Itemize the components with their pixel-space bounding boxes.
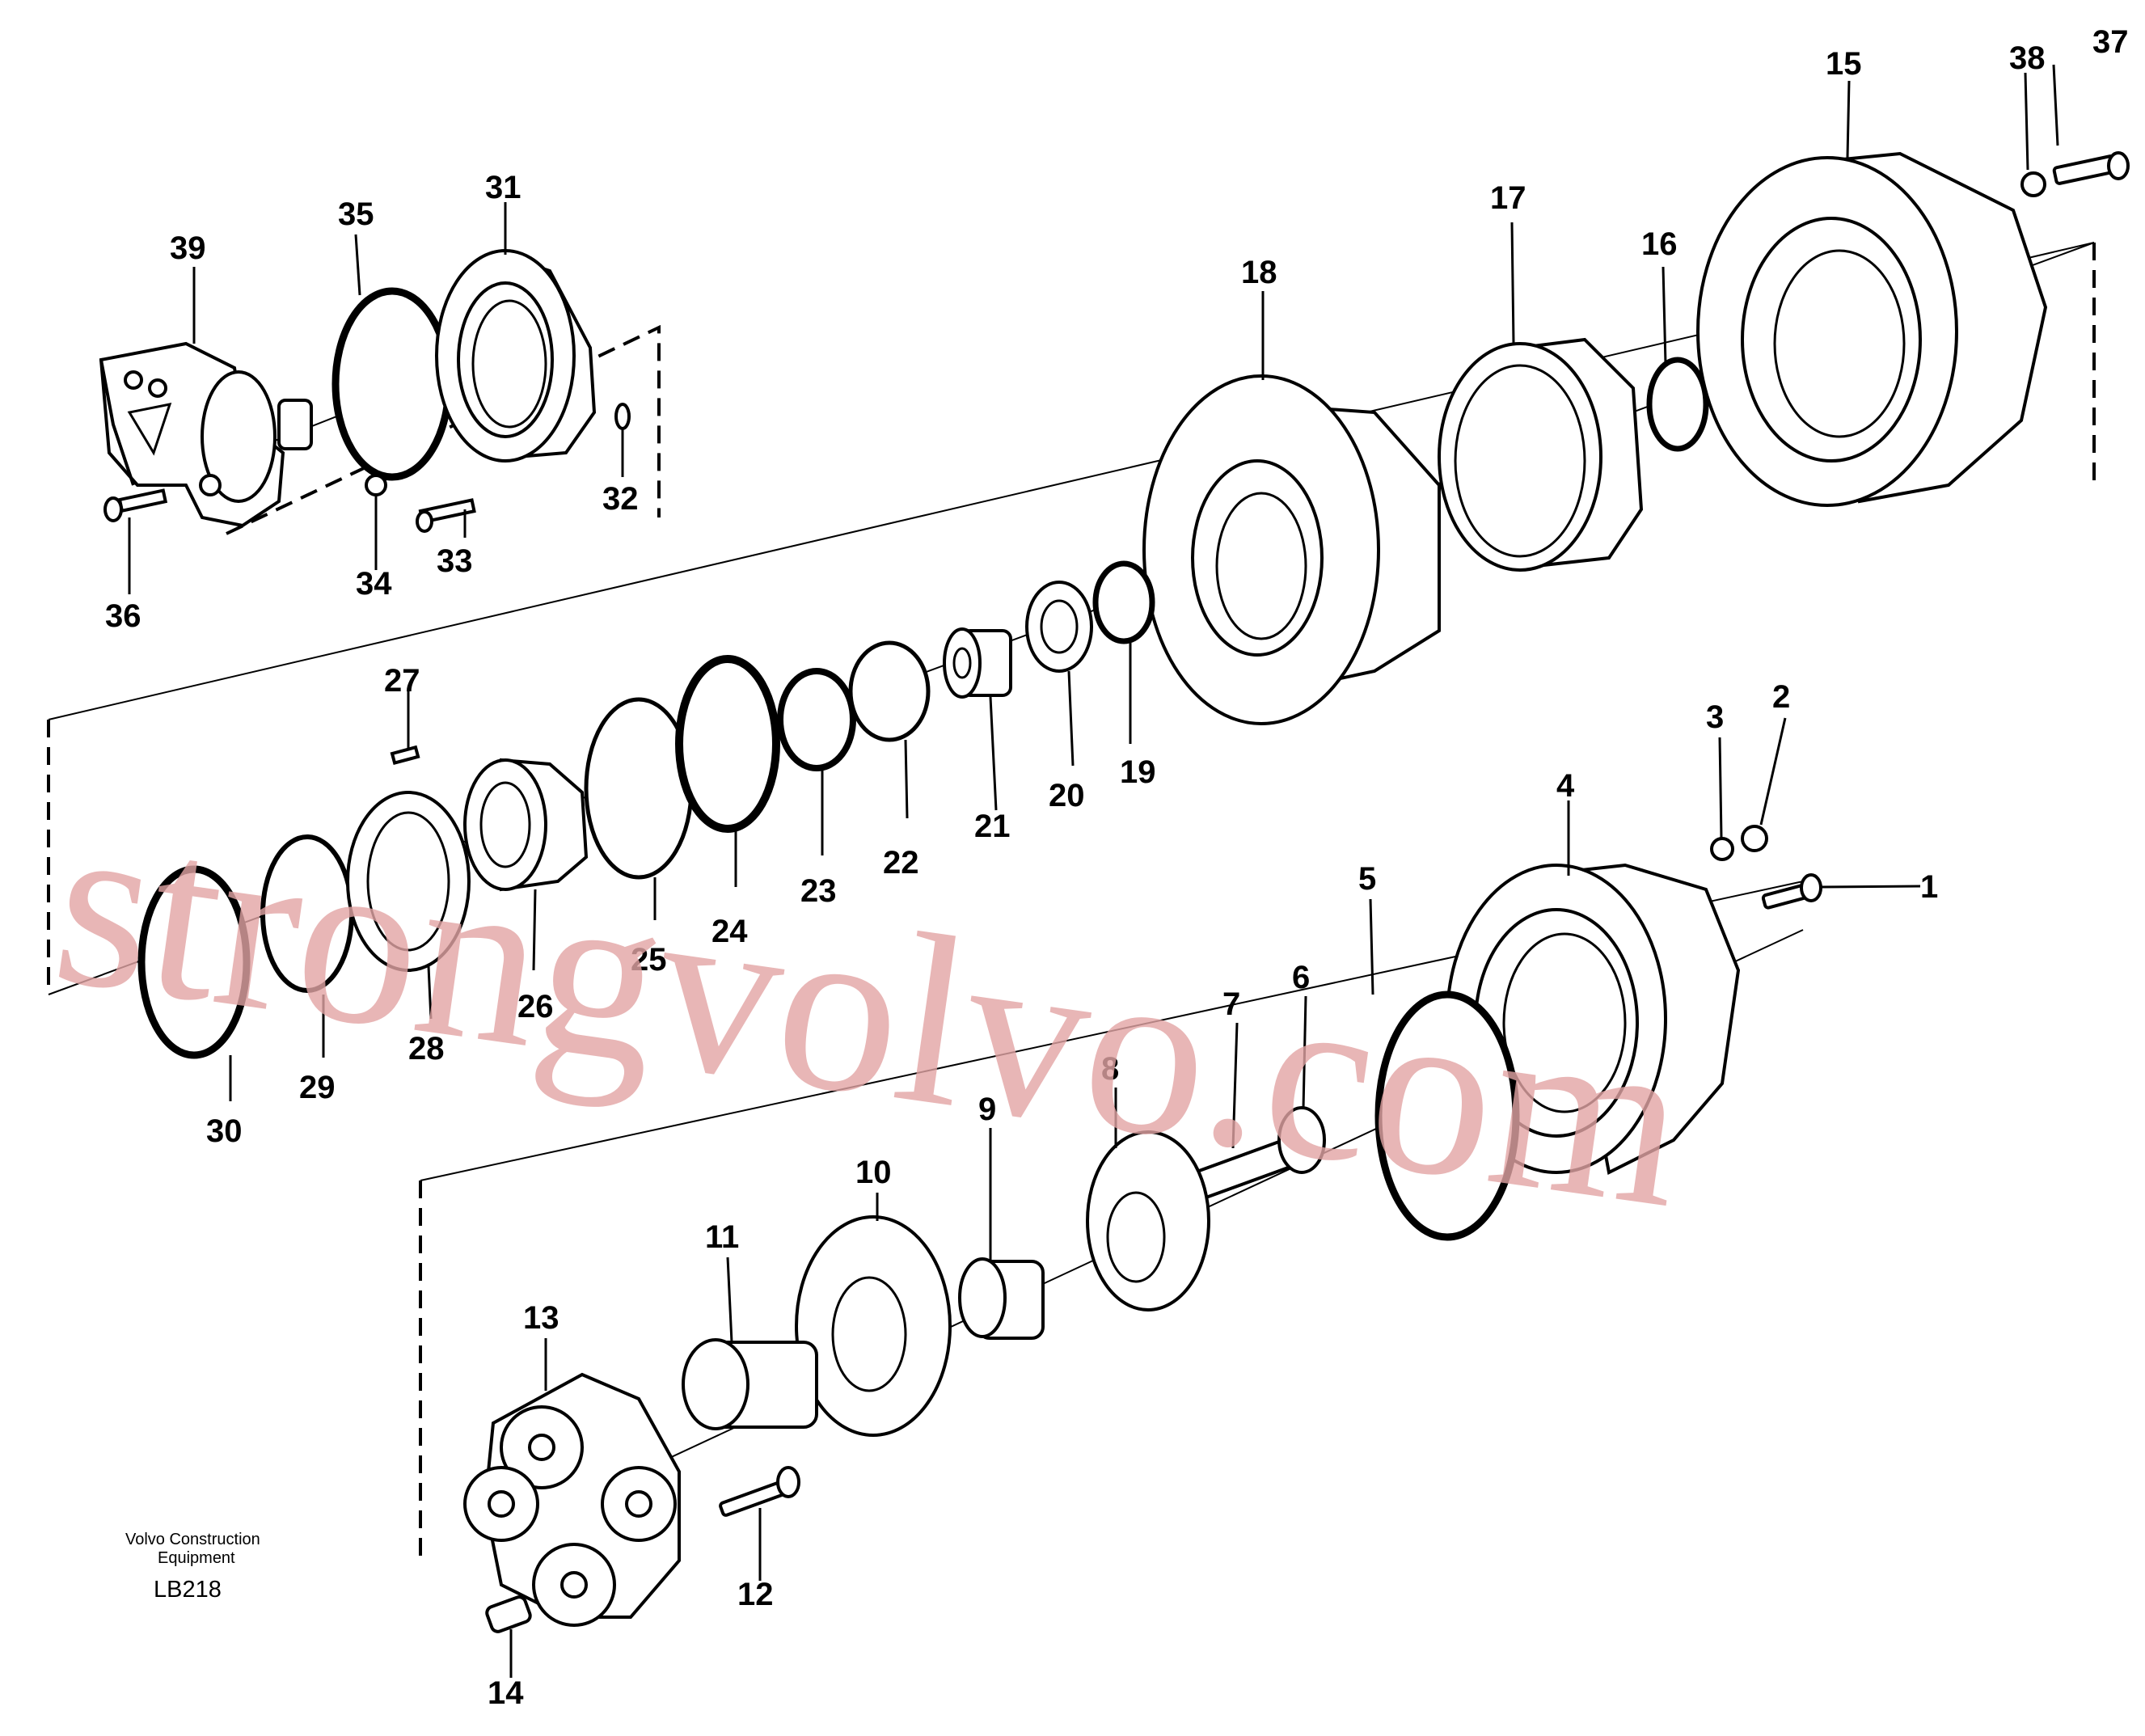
callout-35: 35 [338,196,374,232]
carrier-13 [463,1372,681,1627]
gear-ring-19 [1092,560,1155,644]
callout-29: 29 [299,1070,336,1105]
credit-line-1: Volvo Construction [125,1531,260,1548]
callout-39: 39 [170,230,206,266]
callout-7: 7 [1222,986,1240,1022]
callout-36: 36 [105,598,141,634]
planet-carrier-8 [1086,1130,1210,1312]
credit-line-2: Equipment [158,1549,235,1567]
callout-13: 13 [523,1300,559,1336]
o-ring-35 [331,287,453,481]
callout-26: 26 [517,989,554,1024]
callout-14: 14 [488,1675,524,1711]
hub-18 [1142,374,1441,725]
callout-12: 12 [737,1577,774,1612]
callout-24: 24 [711,914,748,949]
callout-labels: 1 2 3 4 5 6 7 8 9 10 11 12 13 14 15 16 1… [105,24,2129,1711]
callout-4: 4 [1556,768,1575,804]
drawing-code: LB218 [154,1577,222,1603]
screw-37 [2052,151,2130,185]
callout-28: 28 [408,1031,445,1067]
callout-5: 5 [1358,861,1376,897]
plate-20 [1025,581,1093,673]
plug-2 [1741,825,1768,852]
callout-18: 18 [1241,255,1277,290]
ring-24 [675,655,780,833]
callout-30: 30 [206,1113,243,1149]
callout-8: 8 [1101,1051,1119,1087]
o-ring-32 [614,403,631,430]
callout-17: 17 [1490,180,1526,216]
bolt-12 [719,1466,800,1517]
washer-38 [2020,171,2046,197]
gear-21 [943,627,1012,699]
callout-20: 20 [1049,778,1085,813]
ring-16 [1646,357,1709,452]
ring-22 [848,640,931,742]
screw-27 [390,745,420,766]
planet-carrier-10 [795,1215,952,1437]
housing-15 [1696,151,2048,507]
screw-36 [103,488,168,522]
callout-32: 32 [602,481,639,517]
plug-34 [365,474,387,496]
callout-11: 11 [705,1219,739,1255]
leader-lines [128,64,2059,1678]
callout-31: 31 [485,170,521,205]
callout-10: 10 [855,1155,892,1190]
flange-31 [435,249,597,463]
thrust-washer-28 [346,791,471,972]
sun-gear-9 [958,1257,1045,1340]
callout-22: 22 [883,845,919,881]
callout-27: 27 [384,663,420,699]
pin-14 [485,1595,532,1633]
callout-23: 23 [800,873,837,909]
callout-37: 37 [2092,24,2129,60]
callout-1: 1 [1920,869,1938,905]
callout-25: 25 [631,942,667,978]
callout-2: 2 [1772,679,1790,715]
gear-11 [682,1338,818,1430]
callout-34: 34 [356,566,392,602]
callout-21: 21 [974,809,1011,844]
bolt-1 [1761,873,1822,910]
shaft-7 [1172,1106,1326,1207]
washer-3 [1710,837,1734,861]
callout-9: 9 [978,1092,996,1127]
o-ring-5 [1374,990,1520,1241]
hydraulic-motor [99,341,313,528]
callout-15: 15 [1826,46,1862,82]
callout-33: 33 [437,543,473,579]
seal-17 [1438,337,1644,572]
screw-33 [416,498,476,533]
ring-30 [137,865,251,1059]
callout-16: 16 [1641,226,1678,262]
bearing-26 [463,758,589,892]
callout-19: 19 [1120,754,1156,790]
callout-6: 6 [1292,960,1310,995]
callout-3: 3 [1706,699,1724,735]
ring-23 [777,668,856,771]
callout-38: 38 [2009,40,2046,76]
